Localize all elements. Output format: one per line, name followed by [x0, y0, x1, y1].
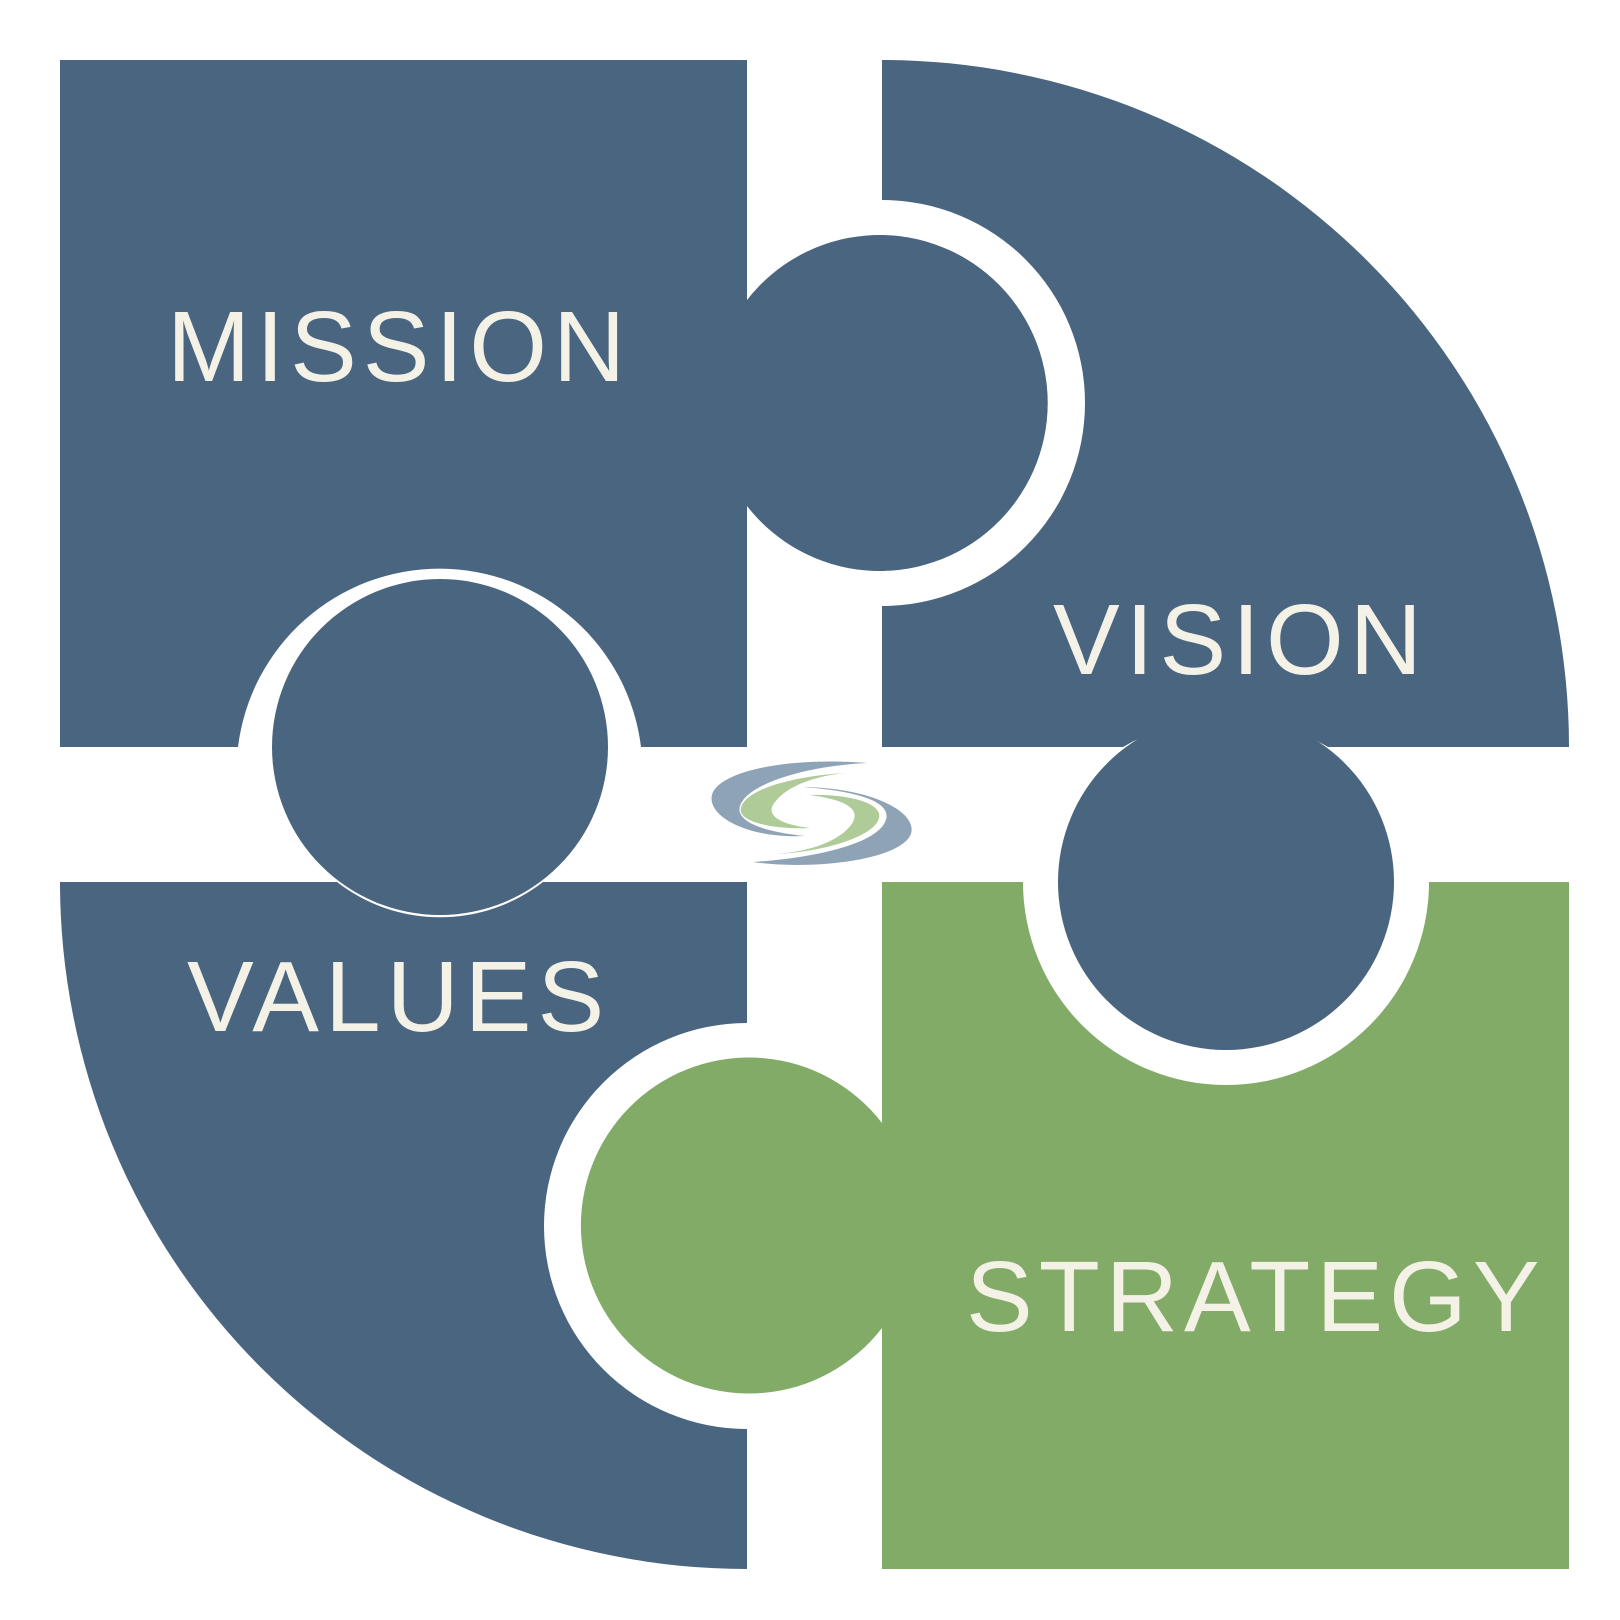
values-shape	[60, 882, 747, 1569]
values-label: VALUES	[187, 941, 610, 1053]
vision-tab	[1058, 714, 1394, 1050]
mission-tab	[272, 579, 608, 915]
vision-label: VISION	[1053, 584, 1428, 696]
swirl-logo-icon	[711, 761, 912, 865]
mission-label: MISSION	[167, 291, 631, 403]
vision-piece: VISION	[882, 60, 1569, 1050]
mission-shape	[60, 60, 1048, 747]
strategy-piece: STRATEGY	[580, 882, 1569, 1569]
strategy-shape	[580, 882, 1569, 1569]
vision-shape	[882, 60, 1569, 747]
swirl-logo-inner-green	[740, 773, 845, 829]
strategy-label: STRATEGY	[966, 1241, 1546, 1353]
swirl-logo-outer-blue-lower	[753, 787, 912, 865]
mission-piece: MISSION	[60, 60, 1048, 915]
values-piece: VALUES	[60, 882, 747, 1569]
swirl-logo-inner-green-lower	[775, 794, 880, 854]
swirl-logo-outer-blue	[711, 761, 867, 837]
